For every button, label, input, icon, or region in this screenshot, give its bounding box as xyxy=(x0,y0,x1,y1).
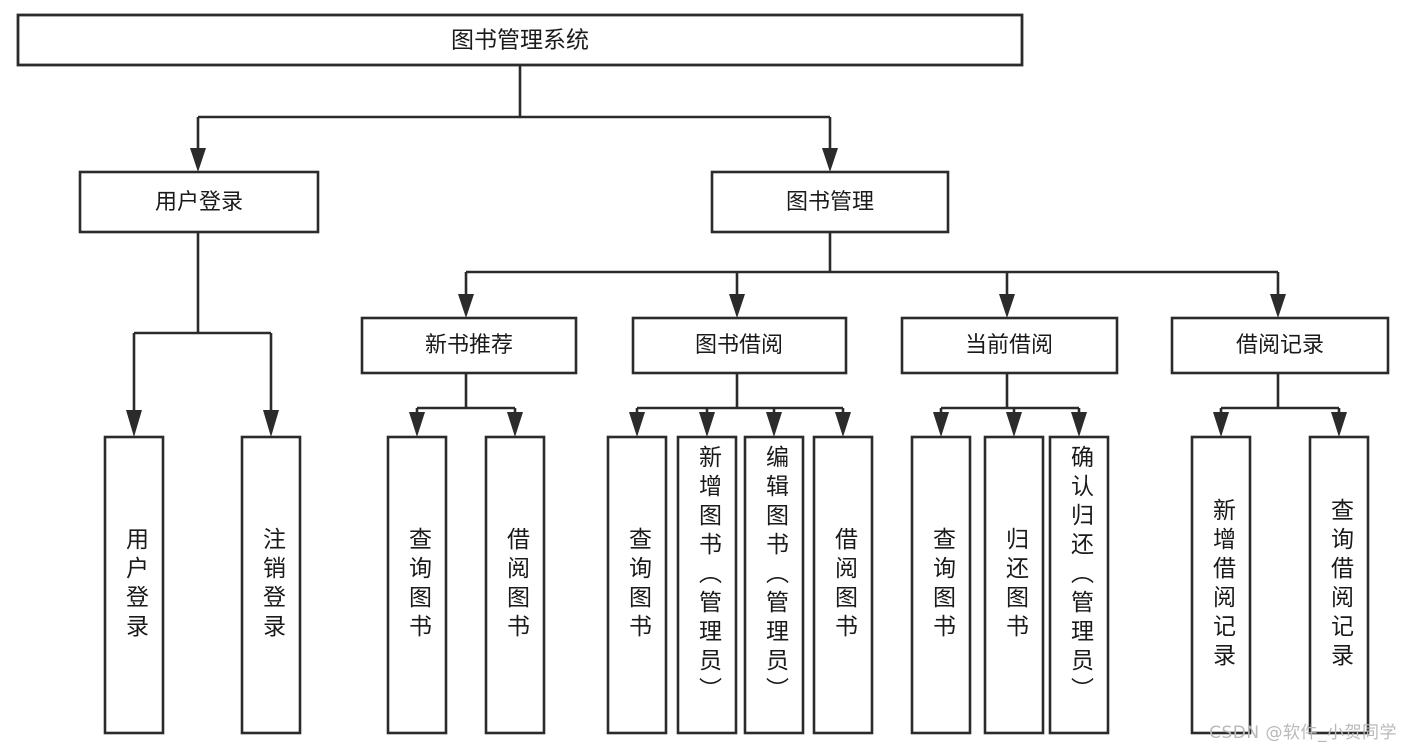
node-book-manage-label: 图书管理 xyxy=(786,190,874,215)
node-book-borrow-box[interactable] xyxy=(631,316,848,375)
connector-group-root xyxy=(190,65,838,172)
arrowhead-icon xyxy=(409,412,425,437)
node-book-borrow-label: 图书借阅 xyxy=(695,333,783,358)
node-user-login[interactable]: 用户登录 xyxy=(78,170,320,234)
node-root-label: 图书管理系统 xyxy=(451,28,589,54)
leaf-box-query-book-1[interactable] xyxy=(386,435,448,735)
connector-group-new-book xyxy=(409,373,523,437)
node-borrow-record-box[interactable] xyxy=(1170,316,1390,375)
arrowhead-icon xyxy=(766,412,782,437)
arrowhead-icon xyxy=(507,412,523,437)
leaf-boxes xyxy=(103,435,1370,735)
node-root-box[interactable] xyxy=(16,13,1024,67)
arrowhead-icon xyxy=(1213,412,1229,437)
node-current-borrow-box[interactable] xyxy=(900,316,1119,375)
node-new-book-recommend-label: 新书推荐 xyxy=(425,333,513,358)
leaf-box-query-borrow-record[interactable] xyxy=(1308,435,1370,735)
arrowhead-icon xyxy=(1331,412,1347,437)
node-book-borrow[interactable]: 图书借阅 xyxy=(631,316,848,375)
arrowhead-icon xyxy=(1071,412,1087,437)
leaf-box-confirm-return-admin[interactable] xyxy=(1048,435,1110,735)
connector-group-book-manage xyxy=(458,232,1286,318)
leaf-box-user-login[interactable] xyxy=(103,435,165,735)
leaf-box-logout[interactable] xyxy=(240,435,302,735)
node-current-borrow-label: 当前借阅 xyxy=(965,333,1053,358)
arrowhead-icon xyxy=(729,294,745,318)
node-borrow-record[interactable]: 借阅记录 xyxy=(1170,316,1390,375)
arrowhead-icon xyxy=(699,412,715,437)
leaf-box-add-borrow-record[interactable] xyxy=(1190,435,1252,735)
connector-group-current-borrow xyxy=(933,373,1087,437)
watermark-text: CSDN @软件_小贺同学 xyxy=(1209,723,1397,743)
arrowhead-icon xyxy=(629,412,645,437)
leaf-box-borrow-book-2[interactable] xyxy=(812,435,874,735)
leaf-box-query-book-2[interactable] xyxy=(606,435,668,735)
node-current-borrow[interactable]: 当前借阅 xyxy=(900,316,1119,375)
arrowhead-icon xyxy=(822,148,838,172)
arrowhead-icon xyxy=(190,148,206,172)
leaf-box-query-book-3[interactable] xyxy=(910,435,972,735)
node-new-book-recommend[interactable]: 新书推荐 xyxy=(360,316,578,375)
arrowhead-icon xyxy=(126,410,142,437)
arrowhead-icon xyxy=(263,410,279,437)
node-user-login-label: 用户登录 xyxy=(155,190,243,215)
node-book-manage-box[interactable] xyxy=(710,170,950,234)
leaf-box-add-book-admin[interactable] xyxy=(676,435,738,735)
connector-group-borrow-record xyxy=(1213,373,1347,437)
leaf-box-edit-book-admin[interactable] xyxy=(743,435,805,735)
arrowhead-icon xyxy=(999,294,1015,318)
connector-group-user-login xyxy=(126,232,279,437)
node-borrow-record-label: 借阅记录 xyxy=(1236,333,1324,358)
node-root[interactable]: 图书管理系统 xyxy=(16,13,1024,67)
arrowhead-icon xyxy=(933,412,949,437)
arrowhead-icon xyxy=(1270,294,1286,318)
node-new-book-recommend-box[interactable] xyxy=(360,316,578,375)
node-book-manage[interactable]: 图书管理 xyxy=(710,170,950,234)
node-user-login-box[interactable] xyxy=(78,170,320,234)
arrowhead-icon xyxy=(458,294,474,318)
leaf-box-return-book[interactable] xyxy=(983,435,1045,735)
leaf-box-borrow-book-1[interactable] xyxy=(484,435,546,735)
connector-group-borrow-book xyxy=(629,373,851,437)
arrowhead-icon xyxy=(835,412,851,437)
arrowhead-icon xyxy=(1006,412,1022,437)
